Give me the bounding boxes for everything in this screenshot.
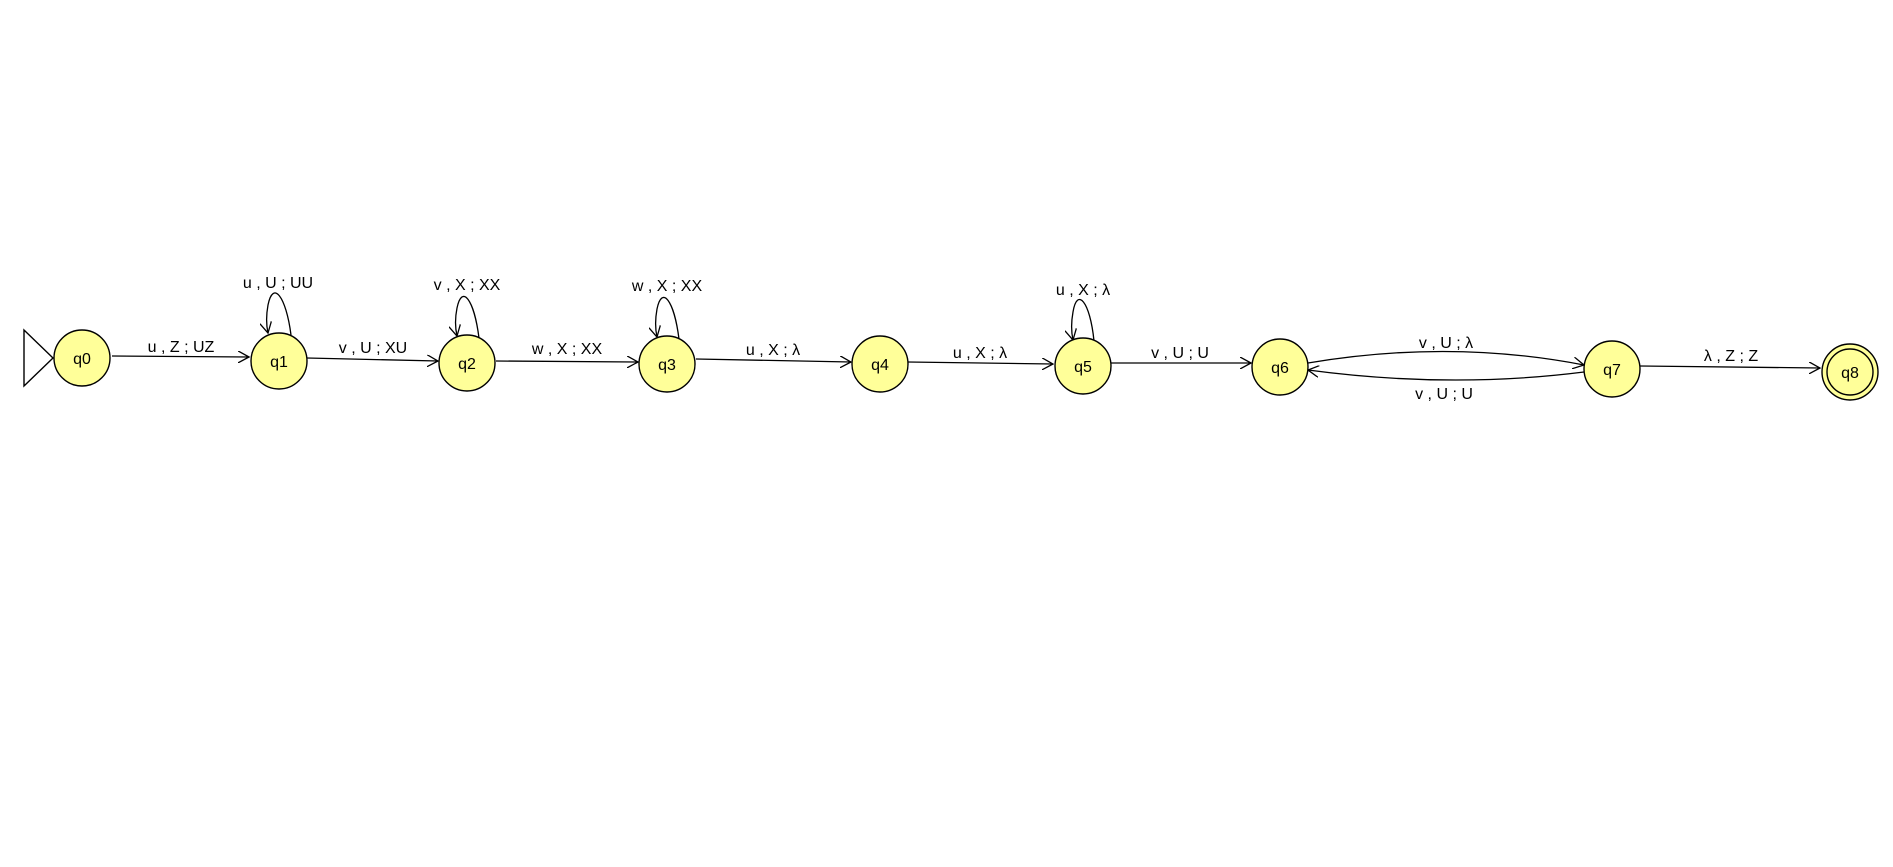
states: q0 q1 q2 q3 q4 q5 q6 q7 — [53, 329, 1879, 401]
start-arrow-marker — [23, 328, 55, 388]
transition-q0-q1: u , Z ; UZ — [111, 339, 249, 357]
edge-label-q3-loop: w , X ; XX — [631, 278, 703, 295]
state-q8-inner-circle — [1826, 348, 1874, 396]
edge-q1-loop — [267, 292, 292, 336]
state-q7[interactable]: q7 — [1583, 340, 1641, 398]
state-q7-label: q7 — [1603, 362, 1621, 379]
edge-label-q2-q3: w , X ; XX — [531, 341, 603, 358]
edge-label-q7-q8: λ , Z ; Z — [1704, 348, 1758, 365]
edge-q4-q5 — [907, 362, 1053, 364]
state-q0-circle — [53, 329, 111, 387]
edge-q2-loop — [456, 295, 480, 339]
edge-label-q5-loop: u , X ; λ — [1056, 282, 1110, 299]
state-q5[interactable]: q5 — [1054, 337, 1112, 395]
state-q6[interactable]: q6 — [1251, 338, 1309, 396]
transition-q2-q3: w , X ; XX — [495, 341, 638, 362]
transition-q5-q6: v , U ; U — [1111, 345, 1251, 363]
transition-q4-q5: u , X ; λ — [907, 345, 1053, 364]
transition-q7-q8: λ , Z ; Z — [1639, 348, 1820, 368]
transition-q6-q7: v , U ; λ — [1307, 335, 1584, 365]
transition-q1-q2: v , U ; XU — [306, 340, 438, 361]
state-q3-circle — [638, 335, 696, 393]
state-q4-circle — [851, 335, 909, 393]
state-q1[interactable]: q1 — [250, 332, 308, 390]
transition-q3-q3: w , X ; XX — [631, 278, 703, 340]
state-q2-circle — [438, 334, 496, 392]
transition-q5-q5: u , X ; λ — [1056, 282, 1110, 341]
state-q3-label: q3 — [658, 357, 676, 374]
edge-q3-q4 — [695, 359, 851, 362]
state-q6-label: q6 — [1271, 360, 1289, 377]
state-q6-circle — [1251, 338, 1309, 396]
edge-label-q1-q2: v , U ; XU — [339, 340, 407, 357]
transitions: u , Z ; UZ u , U ; UU v , U ; XU v , X ;… — [111, 275, 1820, 403]
edge-q1-q2 — [306, 358, 438, 361]
state-q4-label: q4 — [871, 357, 889, 374]
transition-q2-q2: v , X ; XX — [434, 277, 501, 339]
edge-label-q4-q5: u , X ; λ — [953, 345, 1007, 362]
edge-q3-loop — [656, 296, 680, 340]
transition-q3-q4: u , X ; λ — [695, 342, 851, 362]
edge-label-q2-loop: v , X ; XX — [434, 277, 501, 294]
edge-label-q1-loop: u , U ; UU — [243, 275, 313, 292]
state-q1-label: q1 — [270, 354, 288, 371]
state-q5-circle — [1054, 337, 1112, 395]
edge-label-q7-q6: v , U ; U — [1415, 386, 1473, 403]
edge-q2-q3 — [495, 361, 638, 362]
state-q1-circle — [250, 332, 308, 390]
edge-label-q3-q4: u , X ; λ — [746, 342, 800, 359]
state-q2[interactable]: q2 — [438, 334, 496, 392]
transition-q1-q1: u , U ; UU — [243, 275, 313, 336]
edge-label-q0-q1: u , Z ; UZ — [148, 339, 215, 356]
state-q4[interactable]: q4 — [851, 335, 909, 393]
edge-q7-q6 — [1308, 370, 1585, 381]
state-q8[interactable]: q8 — [1821, 343, 1879, 401]
edge-q6-q7 — [1307, 350, 1584, 365]
edge-q7-q8 — [1639, 366, 1820, 368]
state-q7-circle — [1583, 340, 1641, 398]
state-q0[interactable]: q0 — [53, 329, 111, 387]
edge-q0-q1 — [111, 356, 249, 357]
state-q8-label: q8 — [1841, 365, 1859, 382]
transition-q7-q6: v , U ; U — [1308, 370, 1585, 403]
edge-label-q5-q6: v , U ; U — [1151, 345, 1209, 362]
edge-q5-loop — [1072, 299, 1095, 341]
state-q2-label: q2 — [458, 356, 476, 373]
state-q3[interactable]: q3 — [638, 335, 696, 393]
state-q0-label: q0 — [73, 351, 91, 368]
state-q5-label: q5 — [1074, 359, 1092, 376]
edge-label-q6-q7: v , U ; λ — [1419, 335, 1473, 352]
